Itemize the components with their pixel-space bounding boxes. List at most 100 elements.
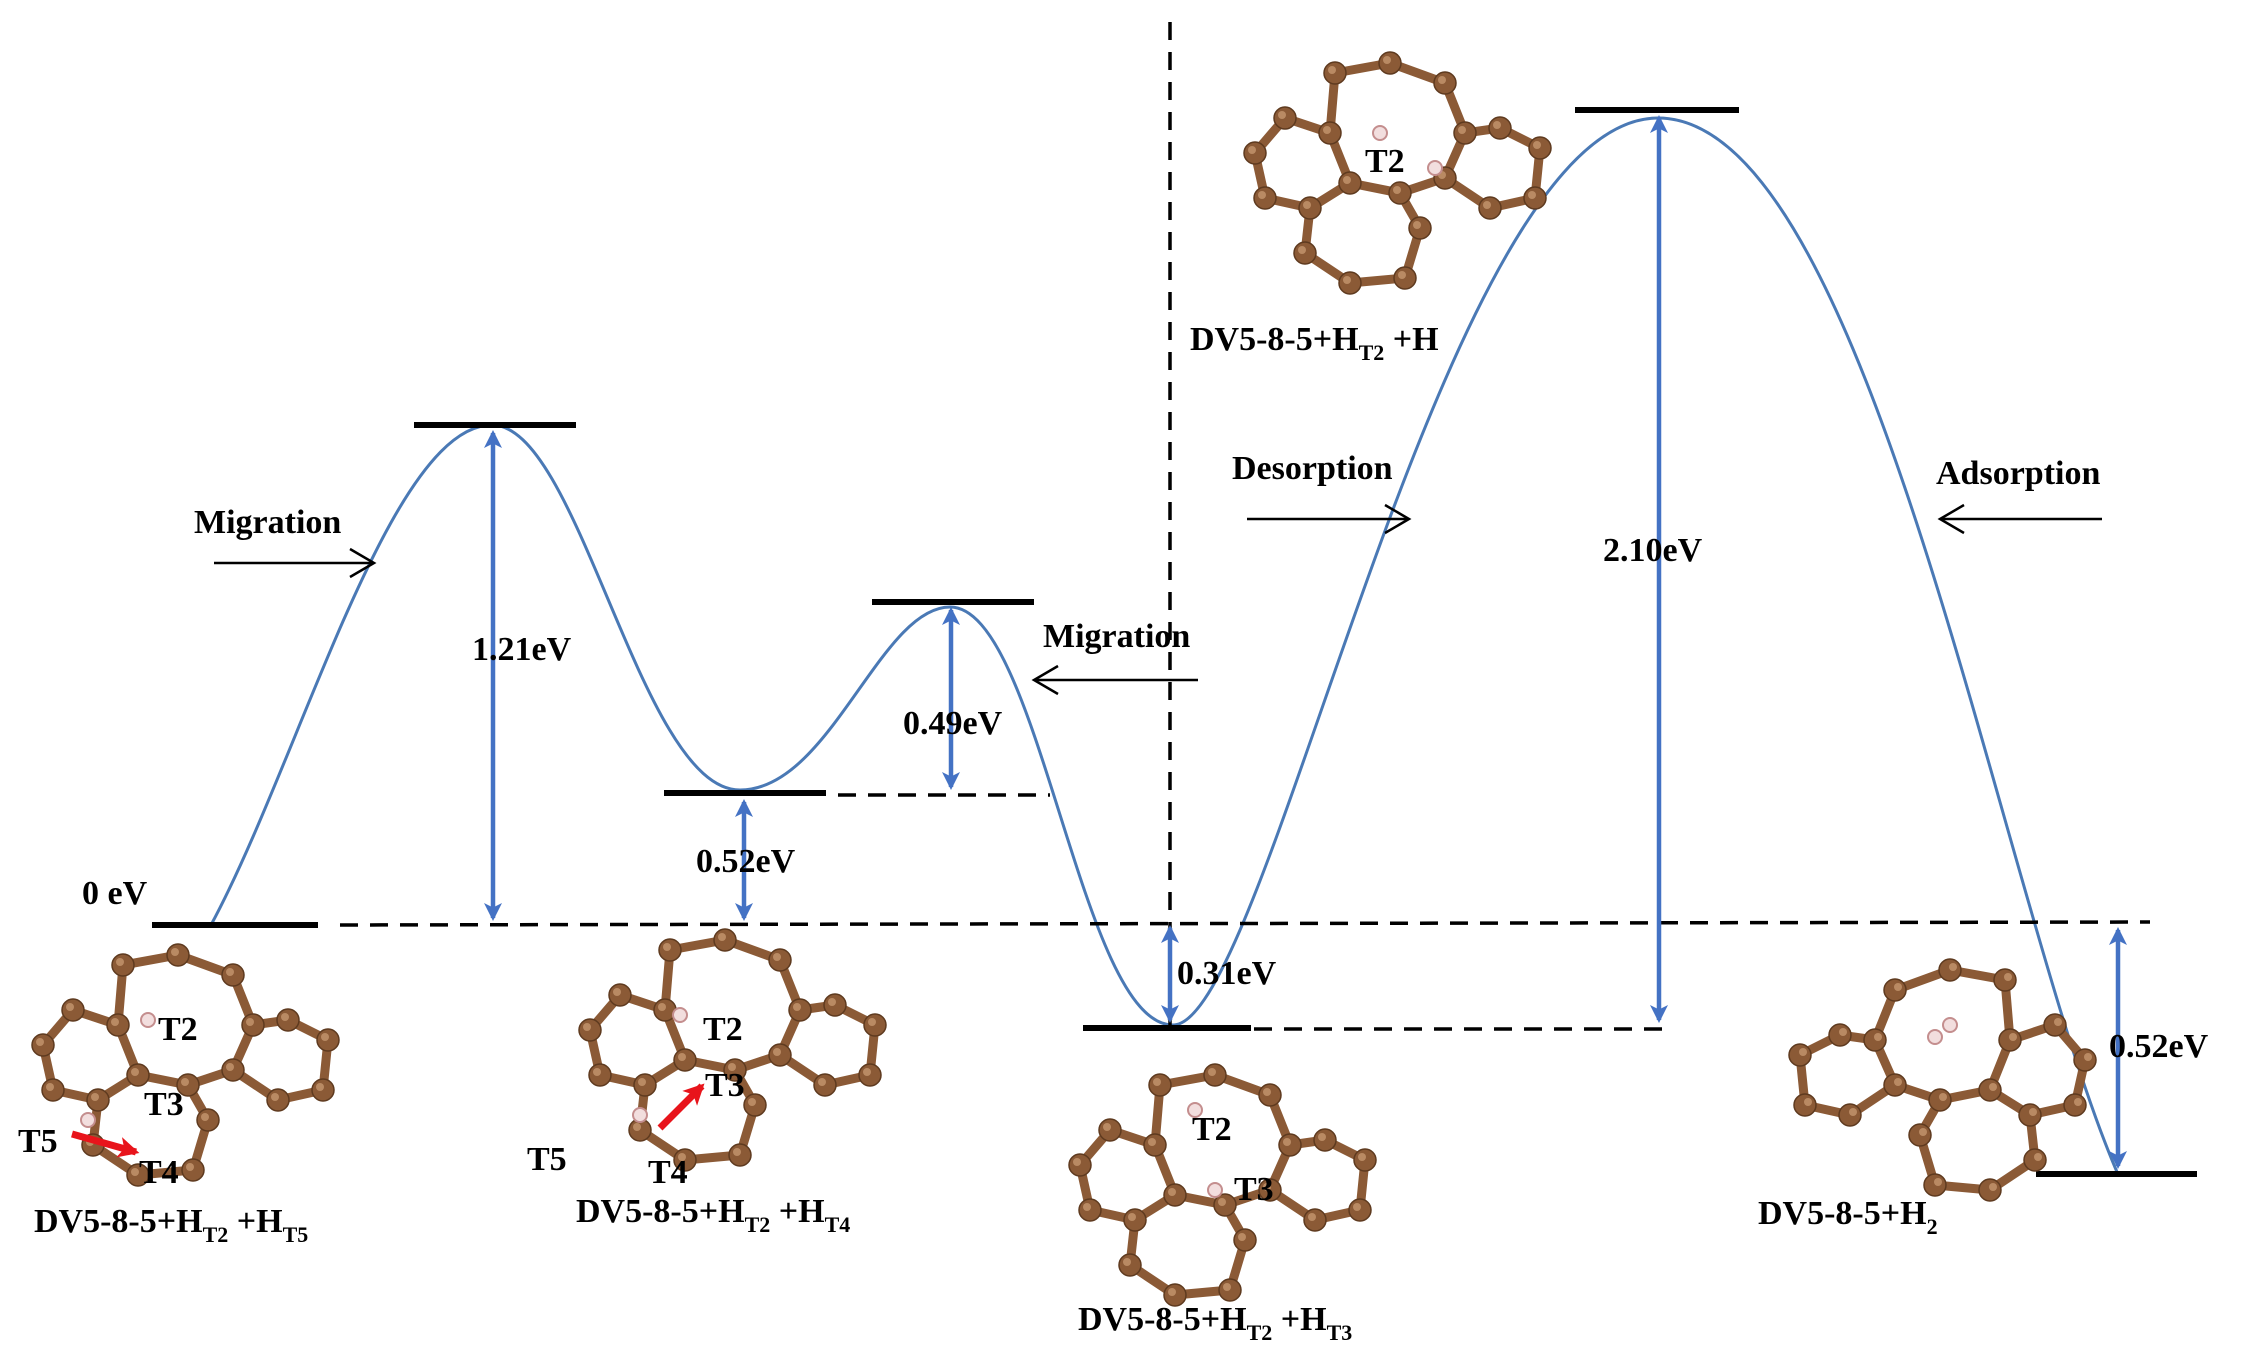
carbon-atom (1923, 1173, 1947, 1197)
atom-highlight (1323, 126, 1331, 134)
atom-highlight (1168, 1188, 1176, 1196)
atom-highlight (583, 1023, 591, 1031)
atom-highlight (1413, 221, 1421, 229)
atom-highlight (226, 968, 234, 976)
carbon-atom (181, 1158, 205, 1182)
carbon-atom (1528, 136, 1552, 160)
carbon-atom (1068, 1153, 1092, 1177)
gap-label-1-21: 1.21eV (472, 631, 572, 668)
hydrogen-atom (1927, 1029, 1943, 1045)
atom-highlight (1939, 1093, 1947, 1101)
arrow-left-migration (1031, 664, 1198, 696)
carbon-atom (1353, 1148, 1377, 1172)
arrow-right-desorption (1247, 503, 1412, 535)
atom-highlight (593, 1068, 601, 1076)
carbon-atom (2063, 1093, 2087, 1117)
carbon-atom (633, 1073, 657, 1097)
carbon-atom (1883, 1073, 1907, 1097)
carbon-atom (813, 1073, 837, 1097)
hydrogen-atom (80, 1112, 96, 1128)
carbon-atom (863, 1013, 887, 1037)
site-label: T5 (527, 1141, 567, 1178)
atom-highlight (2034, 1153, 2042, 1161)
atom-highlight (1208, 1068, 1216, 1076)
carbon-atom (196, 1108, 220, 1132)
zero-energy-label: 0 eV (82, 875, 148, 912)
atom-highlight (1919, 1128, 1927, 1136)
atom-highlight (1153, 1078, 1161, 1086)
atom-highlight (828, 998, 836, 1006)
carbon-atom (1143, 1133, 1167, 1157)
atom-highlight (1839, 1028, 1847, 1036)
atom-highlight (1303, 201, 1311, 209)
carbon-atom (658, 938, 682, 962)
carbon-atom (768, 1043, 792, 1067)
gap-arrows (484, 115, 2127, 1169)
atom-highlight (748, 1098, 756, 1106)
carbon-atom (111, 953, 135, 977)
structure-caption-3: DV5-8-5+HT2 +HT3 (1078, 1301, 1352, 1345)
atom-highlight (818, 1078, 826, 1086)
carbon-atom (713, 928, 737, 952)
atom-highlight (1533, 141, 1541, 149)
carbon-atom (1378, 51, 1402, 75)
zero-reference-line (339, 920, 2151, 927)
carbon-atom (1253, 186, 1277, 210)
adsorption-label: Adsorption (1936, 455, 2100, 492)
carbon-atom (1978, 1178, 2002, 1202)
carbon-atom (743, 1093, 767, 1117)
carbon-atom (1148, 1073, 1172, 1097)
atom-highlight (1894, 983, 1902, 991)
atom-highlight (186, 1163, 194, 1171)
atom-highlight (2054, 1018, 2062, 1026)
red-arrow-t5-t4 (71, 1130, 140, 1158)
atom-highlight (718, 933, 726, 941)
atom-highlight (321, 1033, 329, 1041)
site-label: T2 (1192, 1111, 1232, 1148)
carbon-atom (728, 1143, 752, 1167)
atom-highlight (2074, 1098, 2082, 1106)
atom-highlight (633, 1123, 641, 1131)
carbon-atom (1978, 1078, 2002, 1102)
carbon-atom (1123, 1208, 1147, 1232)
carbon-atom (1338, 271, 1362, 295)
carbon-atom (1293, 241, 1317, 265)
carbon-atom (266, 1088, 290, 1112)
carbon-atom (221, 1058, 245, 1082)
carbon-atom (1298, 196, 1322, 220)
carbon-atom (1793, 1093, 1817, 1117)
atom-highlight (171, 948, 179, 956)
atom-highlight (1328, 66, 1336, 74)
atom-highlight (91, 1093, 99, 1101)
carbon-atom (166, 943, 190, 967)
carbon-atom (31, 1033, 55, 1057)
atom-highlight (773, 1048, 781, 1056)
atom-highlight (1083, 1203, 1091, 1211)
process-arrows (214, 503, 2102, 696)
carbon-atom (276, 1008, 300, 1032)
molecular-structures (31, 51, 2097, 1307)
carbon-atom (1118, 1253, 1142, 1277)
carbon-atom (1323, 61, 1347, 85)
carbon-atom (1453, 121, 1477, 145)
atom-highlight (66, 1003, 74, 1011)
atom-highlight (1283, 1138, 1291, 1146)
carbon-atom (311, 1078, 335, 1102)
carbon-atom (1928, 1088, 1952, 1112)
carbon-atom (1203, 1063, 1227, 1087)
carbon-atom (61, 998, 85, 1022)
carbon-atom (1788, 1043, 1812, 1067)
atom-highlight (1799, 1048, 1807, 1056)
hydrogen-atom (1942, 1017, 1958, 1033)
gap-label-0-31: 0.31eV (1177, 955, 1277, 992)
atom-highlight (1258, 191, 1266, 199)
structure-caption-2: DV5-8-5+HT2 +HT4 (576, 1193, 850, 1237)
carbon-atom (1863, 1028, 1887, 1052)
carbon-atom (1303, 1208, 1327, 1232)
atom-highlight (678, 1053, 686, 1061)
carbon-atom (1838, 1103, 1862, 1127)
atom-highlight (1989, 1083, 1997, 1091)
carbon-atom (1233, 1228, 1257, 1252)
carbon-atom (1273, 106, 1297, 130)
